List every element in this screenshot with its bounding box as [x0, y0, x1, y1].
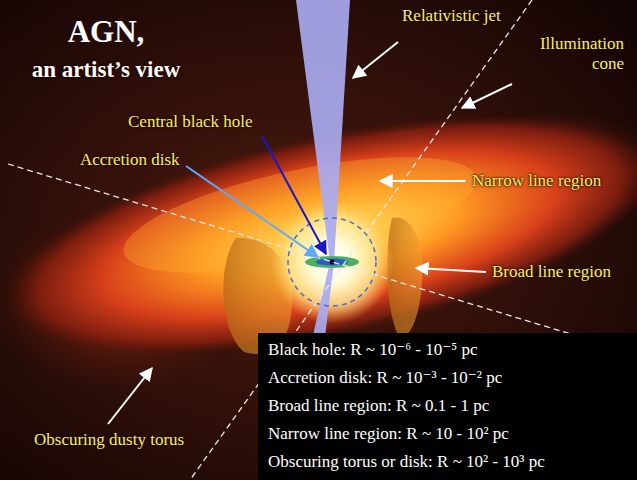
- torus-section: [387, 217, 422, 338]
- size-table-panel: Black hole: R ~ 10⁻⁶ - 10⁻⁵ pcAccretion …: [258, 333, 637, 480]
- accretion-disk: [305, 256, 359, 268]
- table-row: Broad line region: R ~ 0.1 - 1 pc: [268, 392, 627, 420]
- callout-label: Broad line region: [492, 262, 611, 282]
- leader-arrow: [353, 42, 398, 78]
- table-row: Obscuring torus or disk: R ~ 10² - 10³ p…: [268, 448, 627, 476]
- leader-arrow: [380, 180, 466, 182]
- leader-arrow: [262, 136, 326, 254]
- subtitle: an artist’s view: [0, 56, 212, 83]
- table-row: Narrow line region: R ~ 10 - 10² pc: [268, 420, 627, 448]
- table-row: Accretion disk: R ~ 10⁻³ - 10⁻² pc: [268, 364, 627, 392]
- leader-arrow: [186, 166, 318, 257]
- callout-label: Central black hole: [128, 112, 253, 132]
- leader-arrow: [416, 268, 486, 272]
- central-glow: [270, 200, 394, 324]
- broad-line-region: [288, 218, 376, 306]
- table-row: Black hole: R ~ 10⁻⁶ - 10⁻⁵ pc: [268, 336, 627, 364]
- leader-arrow: [462, 84, 512, 108]
- relativistic-jet: [296, 0, 350, 262]
- callout-label: Narrow line region: [472, 171, 601, 191]
- callout-label: Obscuring dusty torus: [34, 430, 184, 450]
- callout-label: Relativistic jet: [402, 6, 501, 26]
- callout-label: Illumination cone: [512, 34, 624, 74]
- callout-label: Accretion disk: [80, 150, 180, 170]
- leader-arrow: [108, 368, 152, 424]
- cone-boundary: [8, 164, 637, 354]
- title: AGN,: [0, 14, 212, 50]
